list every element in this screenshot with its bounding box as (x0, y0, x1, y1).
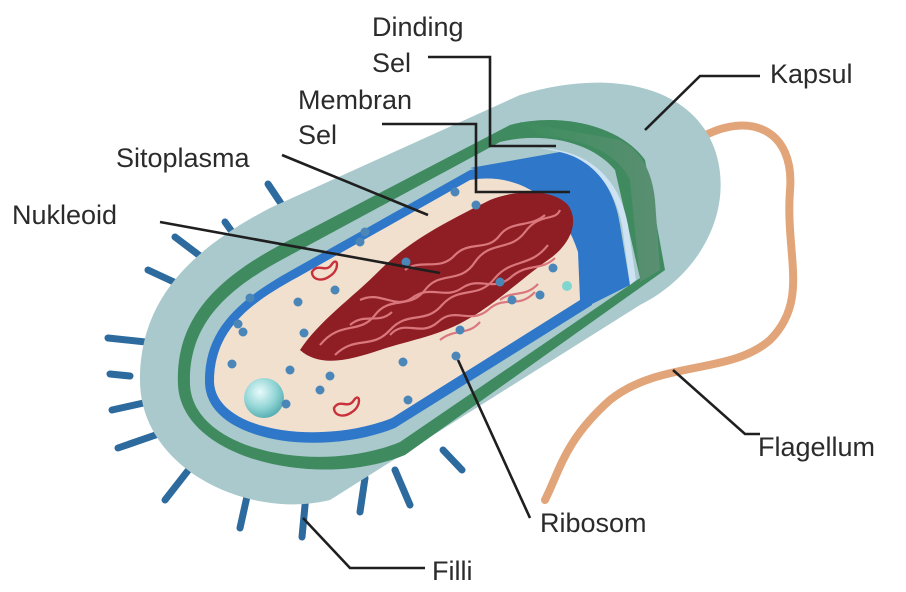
label-dinding-sel-line1: Dinding (372, 12, 464, 42)
label-flagellum: Flagellum (758, 432, 875, 462)
label-sitoplasma: Sitoplasma (116, 143, 251, 173)
wall-cut-face (520, 122, 660, 282)
label-membran-sel-line1: Membran (298, 85, 412, 115)
label-ribosom: Ribosom (540, 508, 647, 538)
label-nukleoid: Nukleoid (12, 200, 117, 230)
flagellum (541, 121, 798, 504)
label-membran-sel-line2: Sel (298, 120, 337, 150)
inclusion-body (244, 378, 284, 418)
plasmid (310, 260, 361, 417)
granule (562, 281, 572, 291)
leader-lines (159, 55, 760, 570)
ribosomes (227, 187, 558, 409)
label-dinding-sel-line2: Sel (372, 48, 411, 78)
nucleoid (300, 192, 574, 361)
label-kapsul: Kapsul (770, 59, 853, 89)
label-filli: Filli (432, 556, 473, 586)
